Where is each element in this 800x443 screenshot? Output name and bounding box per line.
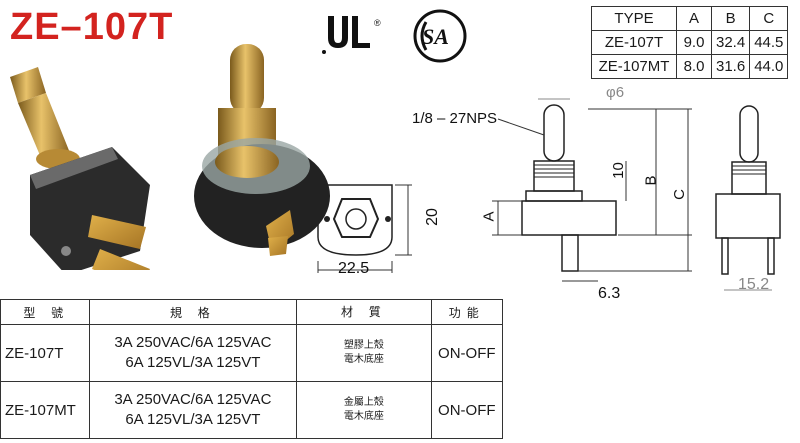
cell-model: ZE-107MT: [0, 381, 90, 439]
material-line-2: 電木底座: [343, 354, 384, 365]
type-dimension-table: TYPE A B C ZE-107T 9.0 32.4 44.5 ZE-107M…: [591, 6, 789, 79]
dim-6-3-label: 6.3: [598, 285, 621, 302]
header-a: A: [676, 6, 712, 31]
cell-a: 9.0: [676, 30, 712, 55]
thread-label: 1/8 – 27NPS: [412, 110, 498, 127]
front-view-drawing: [317, 184, 412, 273]
spec-table-header: 型 號 規 格 材 質 功能: [0, 299, 504, 325]
header-c: C: [749, 6, 789, 31]
cell-b: 32.4: [710, 30, 751, 55]
dim-a-label: A: [480, 211, 498, 222]
dia-6-label: φ6: [606, 84, 625, 101]
cell-spec: 3A 250VAC/6A 125VAC 6A 125VL/3A 125VT: [88, 324, 298, 382]
switch-photo-angled: [10, 67, 150, 270]
cell-spec: 3A 250VAC/6A 125VAC 6A 125VL/3A 125VT: [88, 381, 298, 439]
spec-table-row: ZE-107T 3A 250VAC/6A 125VAC 6A 125VL/3A …: [0, 324, 504, 382]
cell-type: ZE-107MT: [591, 54, 677, 79]
spec-table: 型 號 規 格 材 質 功能 ZE-107T 3A 250VAC/6A 125V…: [0, 299, 504, 439]
spec-line-1: 3A 250VAC/6A 125VAC: [114, 391, 272, 408]
header-b: B: [710, 6, 751, 31]
cell-material: 塑膠上殼 電木底座: [296, 324, 432, 382]
cell-b: 31.6: [710, 54, 751, 79]
svg-text:®: ®: [374, 18, 381, 28]
dim-b-label: B: [642, 175, 660, 186]
type-table-row: ZE-107T 9.0 32.4 44.5: [591, 30, 789, 55]
switch-photo-front: [194, 44, 330, 256]
cell-a: 8.0: [676, 54, 712, 79]
spec-table-row: ZE-107MT 3A 250VAC/6A 125VAC 6A 125VL/3A…: [0, 381, 504, 439]
ul-logo-icon: ®: [322, 16, 381, 54]
dim-c-label: C: [670, 189, 688, 200]
material-line-1: 金屬上殼: [343, 397, 384, 408]
side-view-drawing: [492, 98, 692, 282]
dim-22-5-label: 22.5: [338, 260, 370, 277]
type-table-header: TYPE A B C: [591, 6, 789, 31]
dim-15-2-label: 15.2: [738, 276, 770, 293]
material-line-2: 電木底座: [343, 411, 384, 422]
header-function: 功能: [430, 299, 504, 325]
cell-c: 44.0: [749, 54, 789, 79]
cell-c: 44.5: [749, 30, 789, 55]
dim-10-label: 10: [609, 162, 627, 179]
cell-type: ZE-107T: [591, 30, 677, 55]
dim-20-label: 20: [423, 208, 441, 226]
header-type: TYPE: [591, 6, 677, 31]
spec-line-1: 3A 250VAC/6A 125VAC: [114, 334, 272, 351]
product-title: ZE–107T: [10, 6, 174, 48]
svg-text:SA: SA: [422, 24, 449, 49]
header-model: 型 號: [0, 299, 90, 325]
cell-function: ON-OFF: [430, 324, 504, 382]
cell-model: ZE-107T: [0, 324, 90, 382]
header-material: 材 質: [296, 299, 432, 325]
header-spec: 規 格: [88, 299, 298, 325]
spec-line-2: 6A 125VL/3A 125VT: [125, 354, 261, 371]
material-line-1: 塑膠上殼: [343, 340, 384, 351]
csa-logo-icon: SA: [413, 9, 467, 63]
end-view-drawing: [715, 105, 781, 291]
cell-material: 金屬上殼 電木底座: [296, 381, 432, 439]
type-table-row: ZE-107MT 8.0 31.6 44.0: [591, 54, 789, 79]
cell-function: ON-OFF: [430, 381, 504, 439]
spec-line-2: 6A 125VL/3A 125VT: [125, 411, 261, 428]
